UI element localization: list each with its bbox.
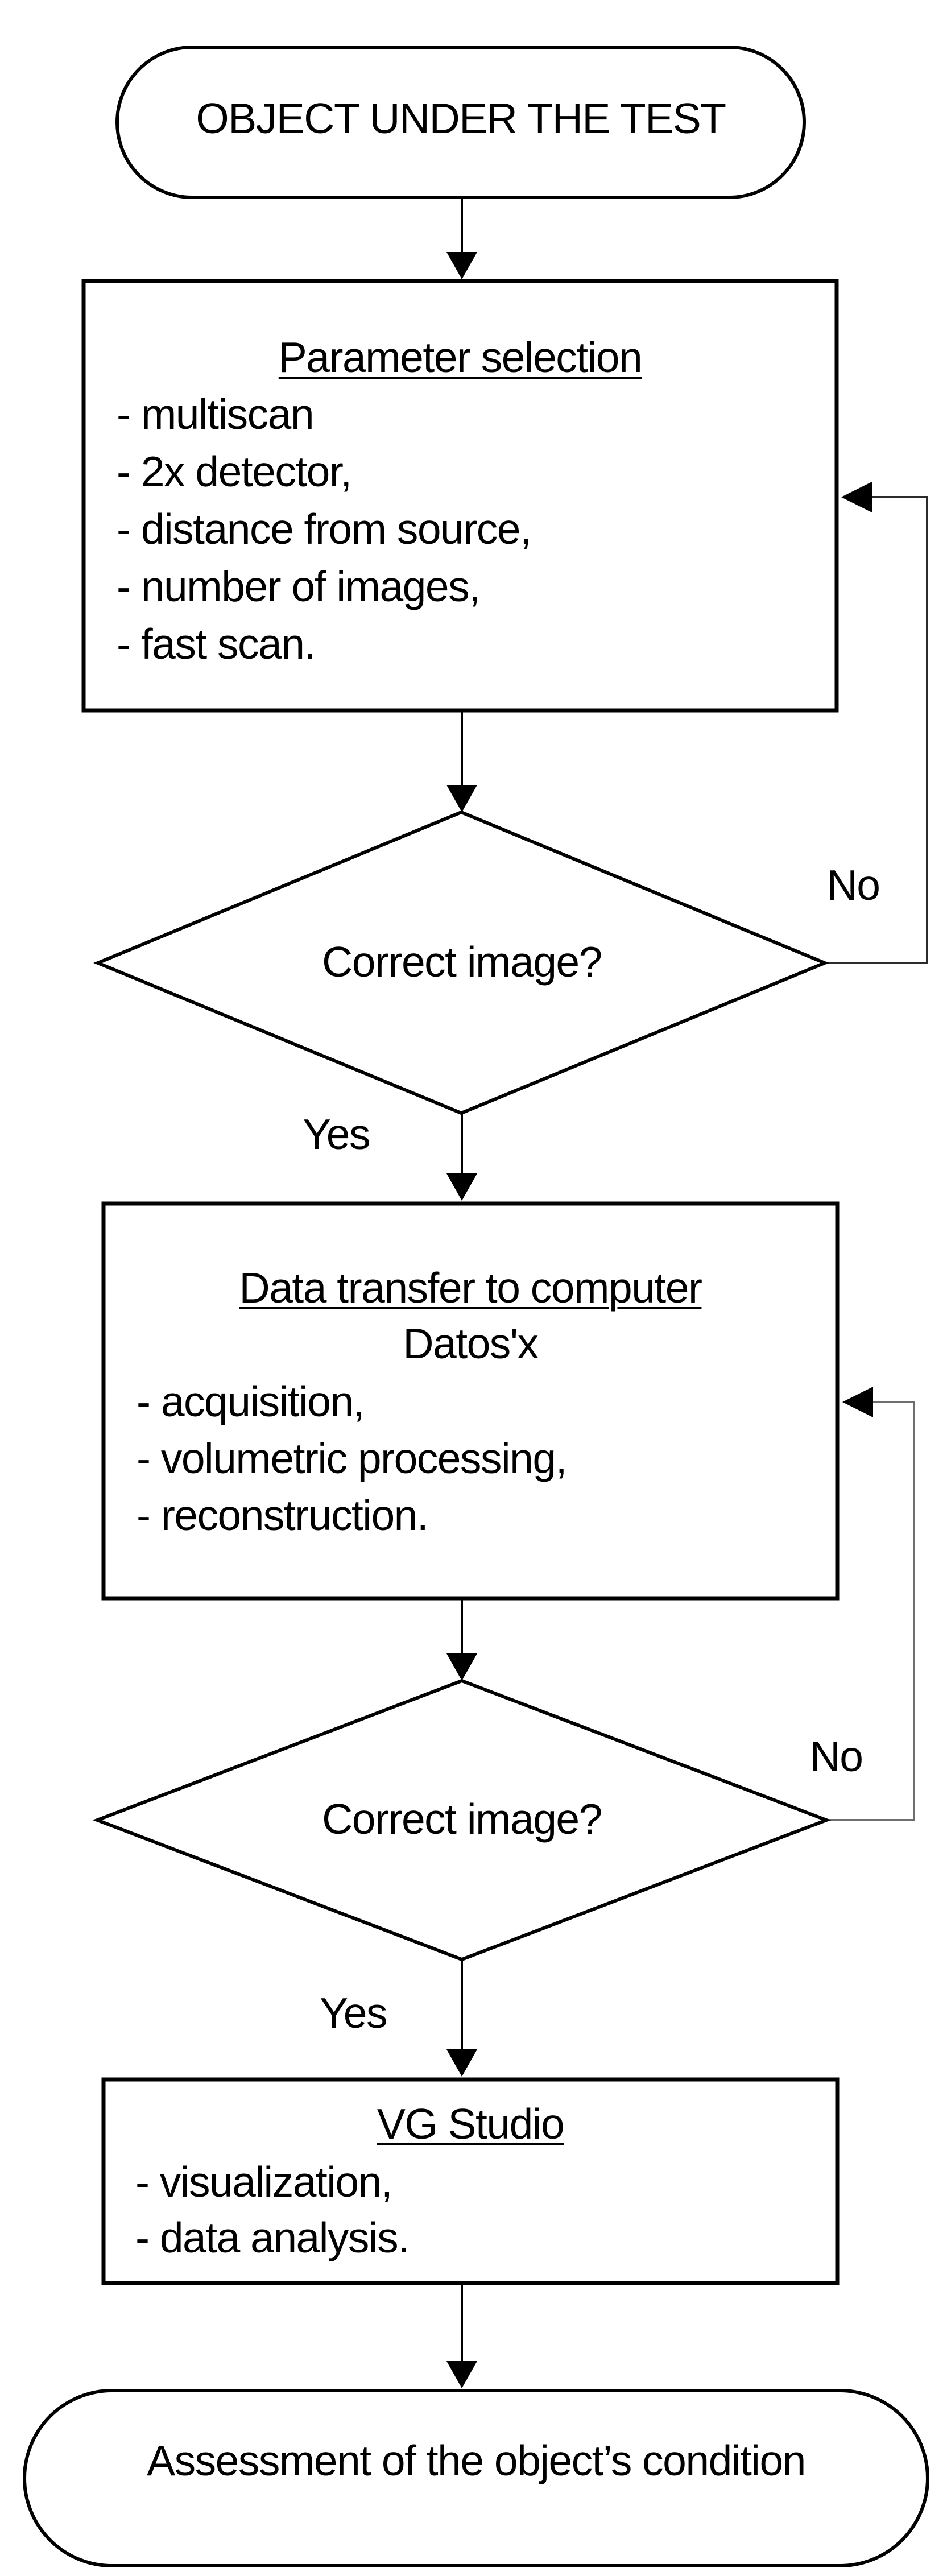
end-terminator-label: Assessment of the object’s condition bbox=[147, 2437, 806, 2484]
step1-item-list: - multiscan - 2x detector, - distance fr… bbox=[117, 386, 532, 673]
decision1-label: Correct image? bbox=[322, 938, 602, 986]
arrow-step1-to-decision1-head bbox=[446, 785, 477, 812]
step3-item: - data analysis. bbox=[135, 2214, 410, 2261]
step2-item-list: - acquisition, - volumetric processing, … bbox=[137, 1373, 567, 1544]
no-loop1-line bbox=[826, 496, 928, 964]
arrow-start-to-step1-head bbox=[446, 252, 477, 279]
arrow-decision2-to-step3-head bbox=[446, 2049, 477, 2077]
end-terminator-shape bbox=[23, 2389, 929, 2567]
arrow-step2-to-decision2-head bbox=[446, 1653, 477, 1681]
arrow-decision1-to-step2-head bbox=[446, 1173, 477, 1201]
step3-item: - visualization, bbox=[135, 2158, 393, 2206]
arrow-step3-to-end-head bbox=[446, 2361, 477, 2388]
decision1-no-label: No bbox=[826, 861, 880, 909]
step2-title: Data transfer to computer bbox=[239, 1264, 702, 1312]
step3-title: VG Studio bbox=[377, 2100, 565, 2148]
step2-item: - acquisition, bbox=[137, 1378, 365, 1425]
decision2-no-label: No bbox=[809, 1733, 863, 1780]
step1-item: - distance from source, bbox=[117, 505, 532, 553]
start-terminator-shape bbox=[115, 46, 806, 199]
step1-item: - multiscan bbox=[117, 390, 315, 438]
step2-subtitle: Datos'x bbox=[403, 1320, 539, 1367]
step2-item: - reconstruction. bbox=[137, 1491, 429, 1539]
step2-box-shape bbox=[101, 1201, 840, 1601]
decision2-label: Correct image? bbox=[322, 1795, 602, 1843]
start-terminator-label: OBJECT UNDER THE TEST bbox=[196, 94, 726, 142]
no-loop1-arrowhead bbox=[841, 482, 872, 512]
decision1-yes-label: Yes bbox=[303, 1110, 370, 1158]
step2-item: - volumetric processing, bbox=[137, 1434, 567, 1482]
no-loop2-arrowhead bbox=[842, 1387, 873, 1417]
step1-item: - 2x detector, bbox=[117, 448, 352, 495]
no-loop2-line bbox=[828, 1401, 915, 1821]
step1-item: - number of images, bbox=[117, 563, 481, 610]
step1-title: Parameter selection bbox=[278, 333, 643, 381]
decision2-yes-label: Yes bbox=[320, 1989, 387, 2037]
step1-item: - fast scan. bbox=[117, 620, 316, 668]
step3-box-shape bbox=[101, 2077, 840, 2285]
step1-box-shape bbox=[81, 279, 839, 713]
step3-item-list: - visualization, - data analysis. bbox=[135, 2154, 410, 2265]
